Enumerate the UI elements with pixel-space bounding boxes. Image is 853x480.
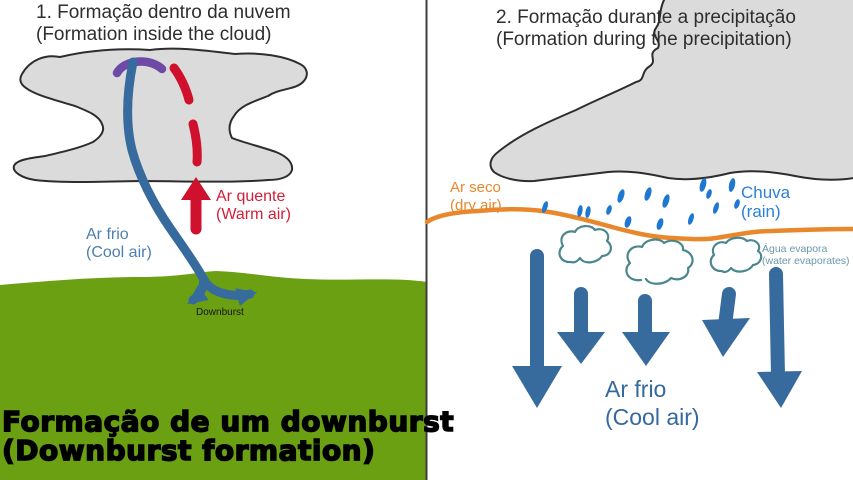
rain-drop: [617, 189, 625, 203]
cool-air-flow: [123, 57, 258, 307]
panel-right-title: 2. Formação durante a precipitação (Form…: [496, 7, 796, 51]
rain-drop: [712, 202, 720, 214]
downburst-label: Downburst: [196, 307, 244, 318]
cold-air-arrow: [557, 287, 605, 364]
rain-drop: [687, 213, 695, 225]
panel-left-title: 1. Formação dentro da nuvem (Formation i…: [36, 2, 291, 46]
cool-air-label-right-pt: Ar frio: [605, 376, 667, 402]
rain-drop: [541, 201, 549, 213]
warm-air-dash: [188, 119, 202, 167]
cold-air-arrow: [512, 249, 562, 408]
rain-drop: [644, 187, 652, 201]
rain-drop: [699, 178, 707, 192]
rain-cloud: [489, 0, 853, 183]
caption-pt: Formação de um downburst: [1, 405, 455, 438]
dry-air-label: Ar seco (dry air): [450, 179, 502, 215]
cool-air-label-right: Ar frio (Cool air): [605, 375, 700, 431]
storm-cloud: [12, 47, 308, 183]
cold-air-arrow: [702, 287, 750, 357]
warm-air-arrowhead-icon: [181, 177, 211, 200]
caption-en: (Downburst formation): [1, 434, 376, 467]
cool-air-label-left-pt: Ar frio: [86, 226, 129, 243]
evaporating-cloud: [709, 236, 763, 274]
rain-label-en: (rain): [741, 202, 781, 221]
rain-drop: [734, 199, 740, 209]
rain-drops: [541, 178, 740, 230]
evaporation-label: Água evapora (water evaporates): [762, 243, 850, 267]
warm-air-label: Ar quente (Warm air): [216, 188, 291, 224]
cool-air-stem: [123, 57, 209, 285]
rain-drop: [606, 205, 612, 215]
warm-air-updraft: [169, 63, 211, 235]
evaporating-clouds: [558, 225, 763, 285]
warm-air-dash: [169, 63, 194, 105]
rain-drop: [624, 216, 632, 228]
diagram-caption: Formação de um downburst (Downburst form…: [1, 405, 455, 467]
dry-air-label-pt: Ar seco: [450, 179, 501, 196]
cool-air-label-left-en: (Cool air): [86, 244, 152, 261]
dry-air-label-en: (dry air): [450, 197, 502, 214]
downburst-branch-right: [199, 275, 258, 307]
rain-drop: [585, 206, 591, 218]
rain-drop: [728, 178, 736, 192]
evaporation-label-en: (water evaporates): [762, 255, 850, 267]
cool-air-label-left: Ar frio (Cool air): [86, 226, 152, 262]
rain-drop: [577, 205, 583, 217]
evaporating-cloud: [625, 238, 694, 285]
rain-label-pt: Chuva: [741, 183, 791, 202]
cool-air-label-right-en: (Cool air): [605, 404, 700, 430]
panel-left-title-en: (Formation inside the cloud): [36, 24, 272, 45]
rain-drop: [662, 194, 670, 208]
dry-air-line: [424, 206, 853, 242]
rain-drop: [706, 189, 712, 199]
rotation-arc: [112, 57, 167, 78]
evaporation-label-pt: Água evapora: [762, 243, 828, 255]
rain-label: Chuva (rain): [741, 183, 790, 221]
cold-air-arrows: [512, 249, 802, 408]
ground: [0, 271, 427, 480]
cold-air-arrow: [757, 267, 802, 408]
rain-drop: [656, 218, 664, 230]
panel-left-title-pt: 1. Formação dentro da nuvem: [36, 2, 291, 23]
warm-air-label-pt: Ar quente: [216, 188, 286, 205]
evaporating-cloud: [558, 225, 612, 264]
cold-air-arrow: [622, 294, 670, 366]
panel-right-title-en: (Formation during the precipitation): [496, 29, 792, 50]
warm-air-label-en: (Warm air): [216, 206, 291, 223]
panel-right-title-pt: 2. Formação durante a precipitação: [496, 7, 796, 28]
